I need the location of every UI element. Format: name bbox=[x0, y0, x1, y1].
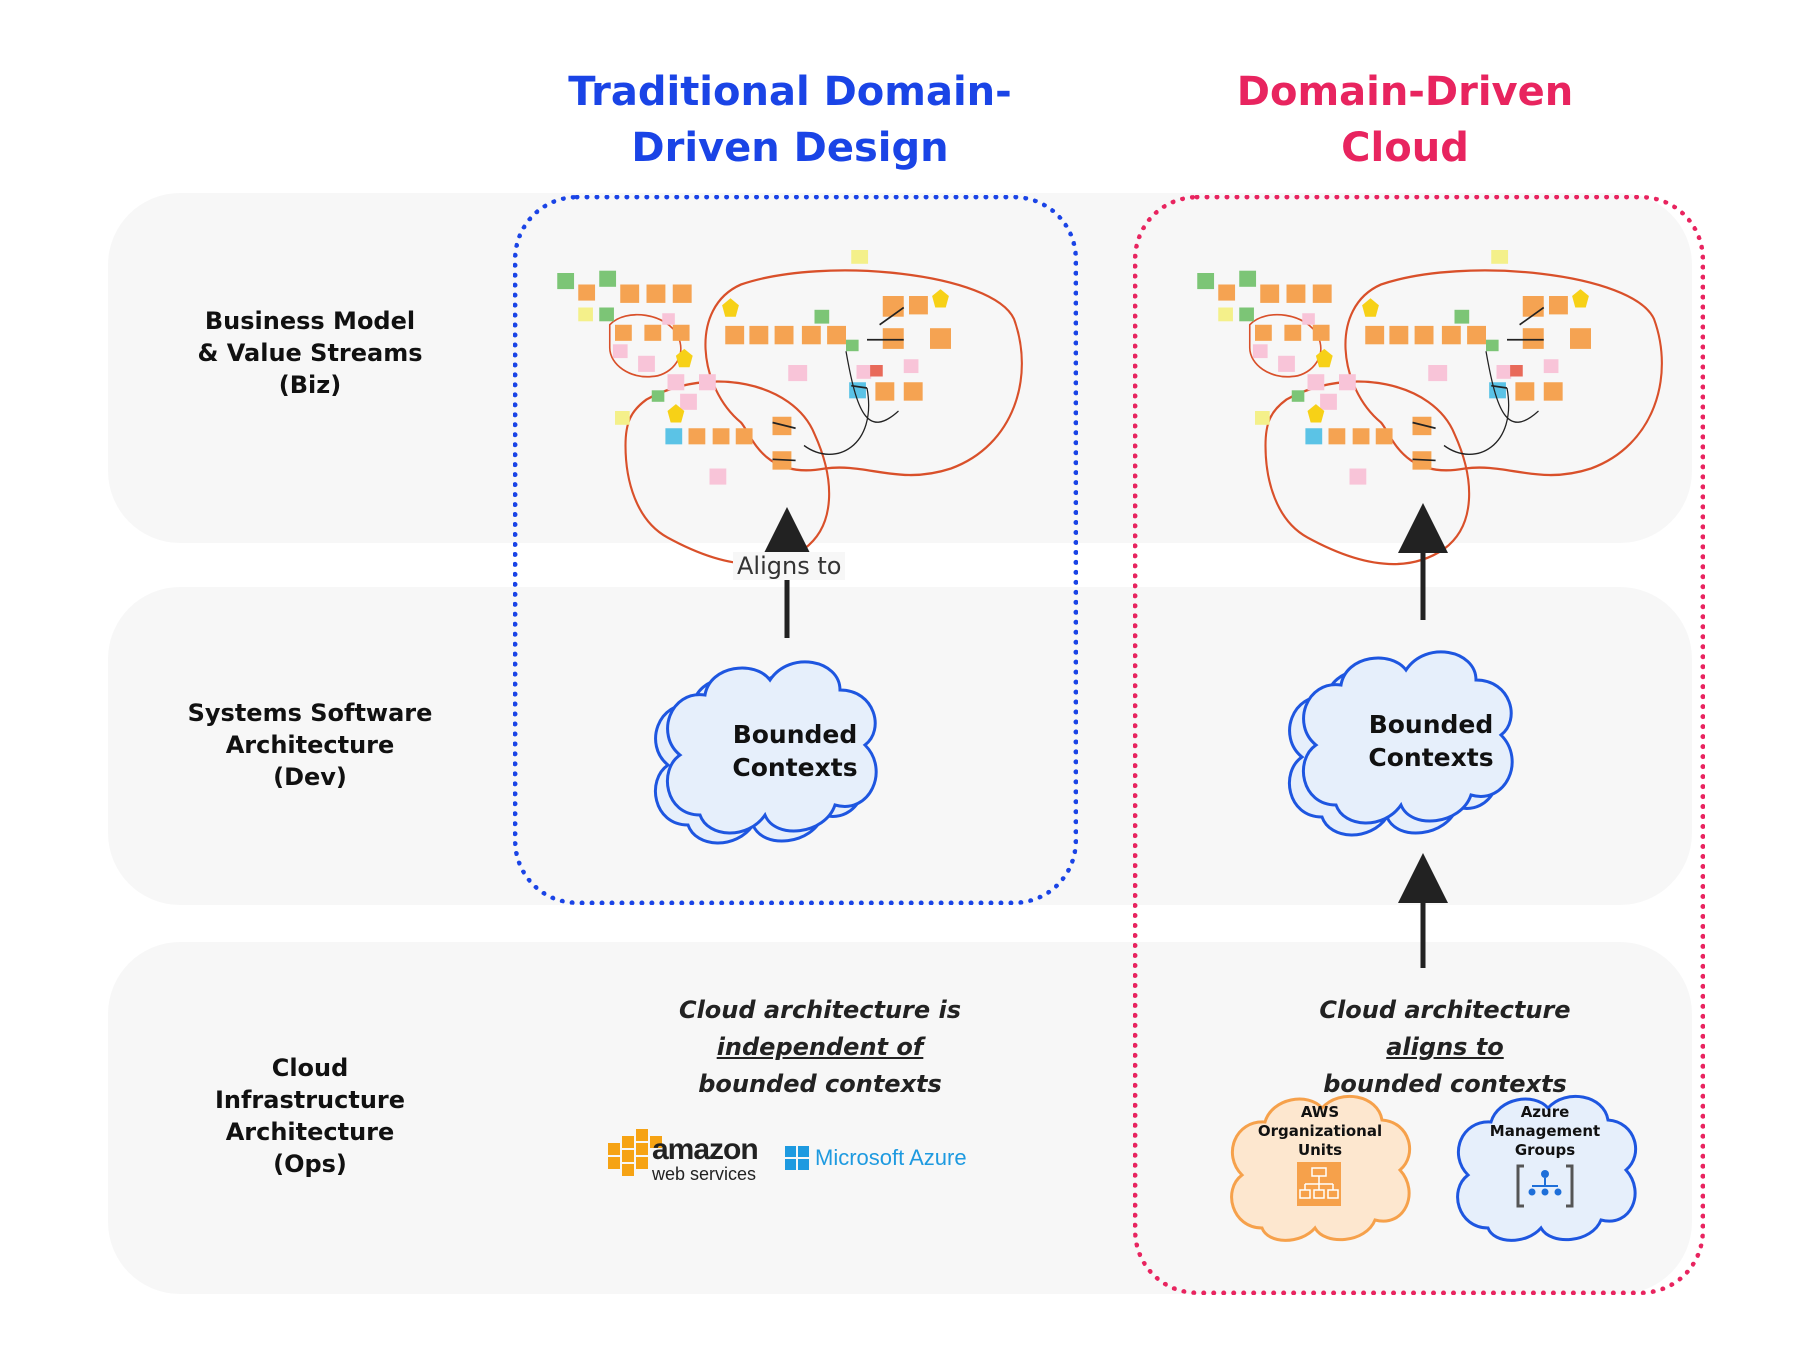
bounded-contexts-cloud-traditional bbox=[653, 660, 878, 845]
event-storm-left bbox=[556, 248, 1024, 566]
aws-logo: amazon web services bbox=[652, 1133, 759, 1184]
aws-logo-icon bbox=[608, 1129, 662, 1176]
row-band-ops bbox=[108, 942, 1692, 1294]
ddc-frame bbox=[1133, 195, 1705, 1295]
row-band-biz bbox=[108, 193, 1692, 543]
ops-statement-traditional: Cloud architecture is independent of bou… bbox=[678, 996, 962, 1098]
azure-management-groups-icon bbox=[1516, 1164, 1574, 1208]
bounded-contexts-cloud-ddc bbox=[1287, 650, 1514, 837]
microsoft-azure-logo-icon bbox=[785, 1146, 809, 1170]
ops-statement-ddc: Cloud architecture aligns to bounded con… bbox=[1319, 996, 1571, 1098]
aligns-to-label: Aligns to bbox=[733, 552, 846, 580]
azure-mg-cloud bbox=[1456, 1094, 1638, 1242]
traditional-frame bbox=[513, 195, 1078, 905]
row-label-biz: Business Model& Value Streams(Biz) bbox=[197, 307, 423, 399]
event-storm-right bbox=[1196, 248, 1664, 566]
aws-organizations-icon bbox=[1297, 1162, 1341, 1206]
microsoft-azure-logo: Microsoft Azure bbox=[815, 1145, 967, 1170]
title-traditional-ddd: Traditional Domain-Driven Design bbox=[568, 69, 1012, 171]
